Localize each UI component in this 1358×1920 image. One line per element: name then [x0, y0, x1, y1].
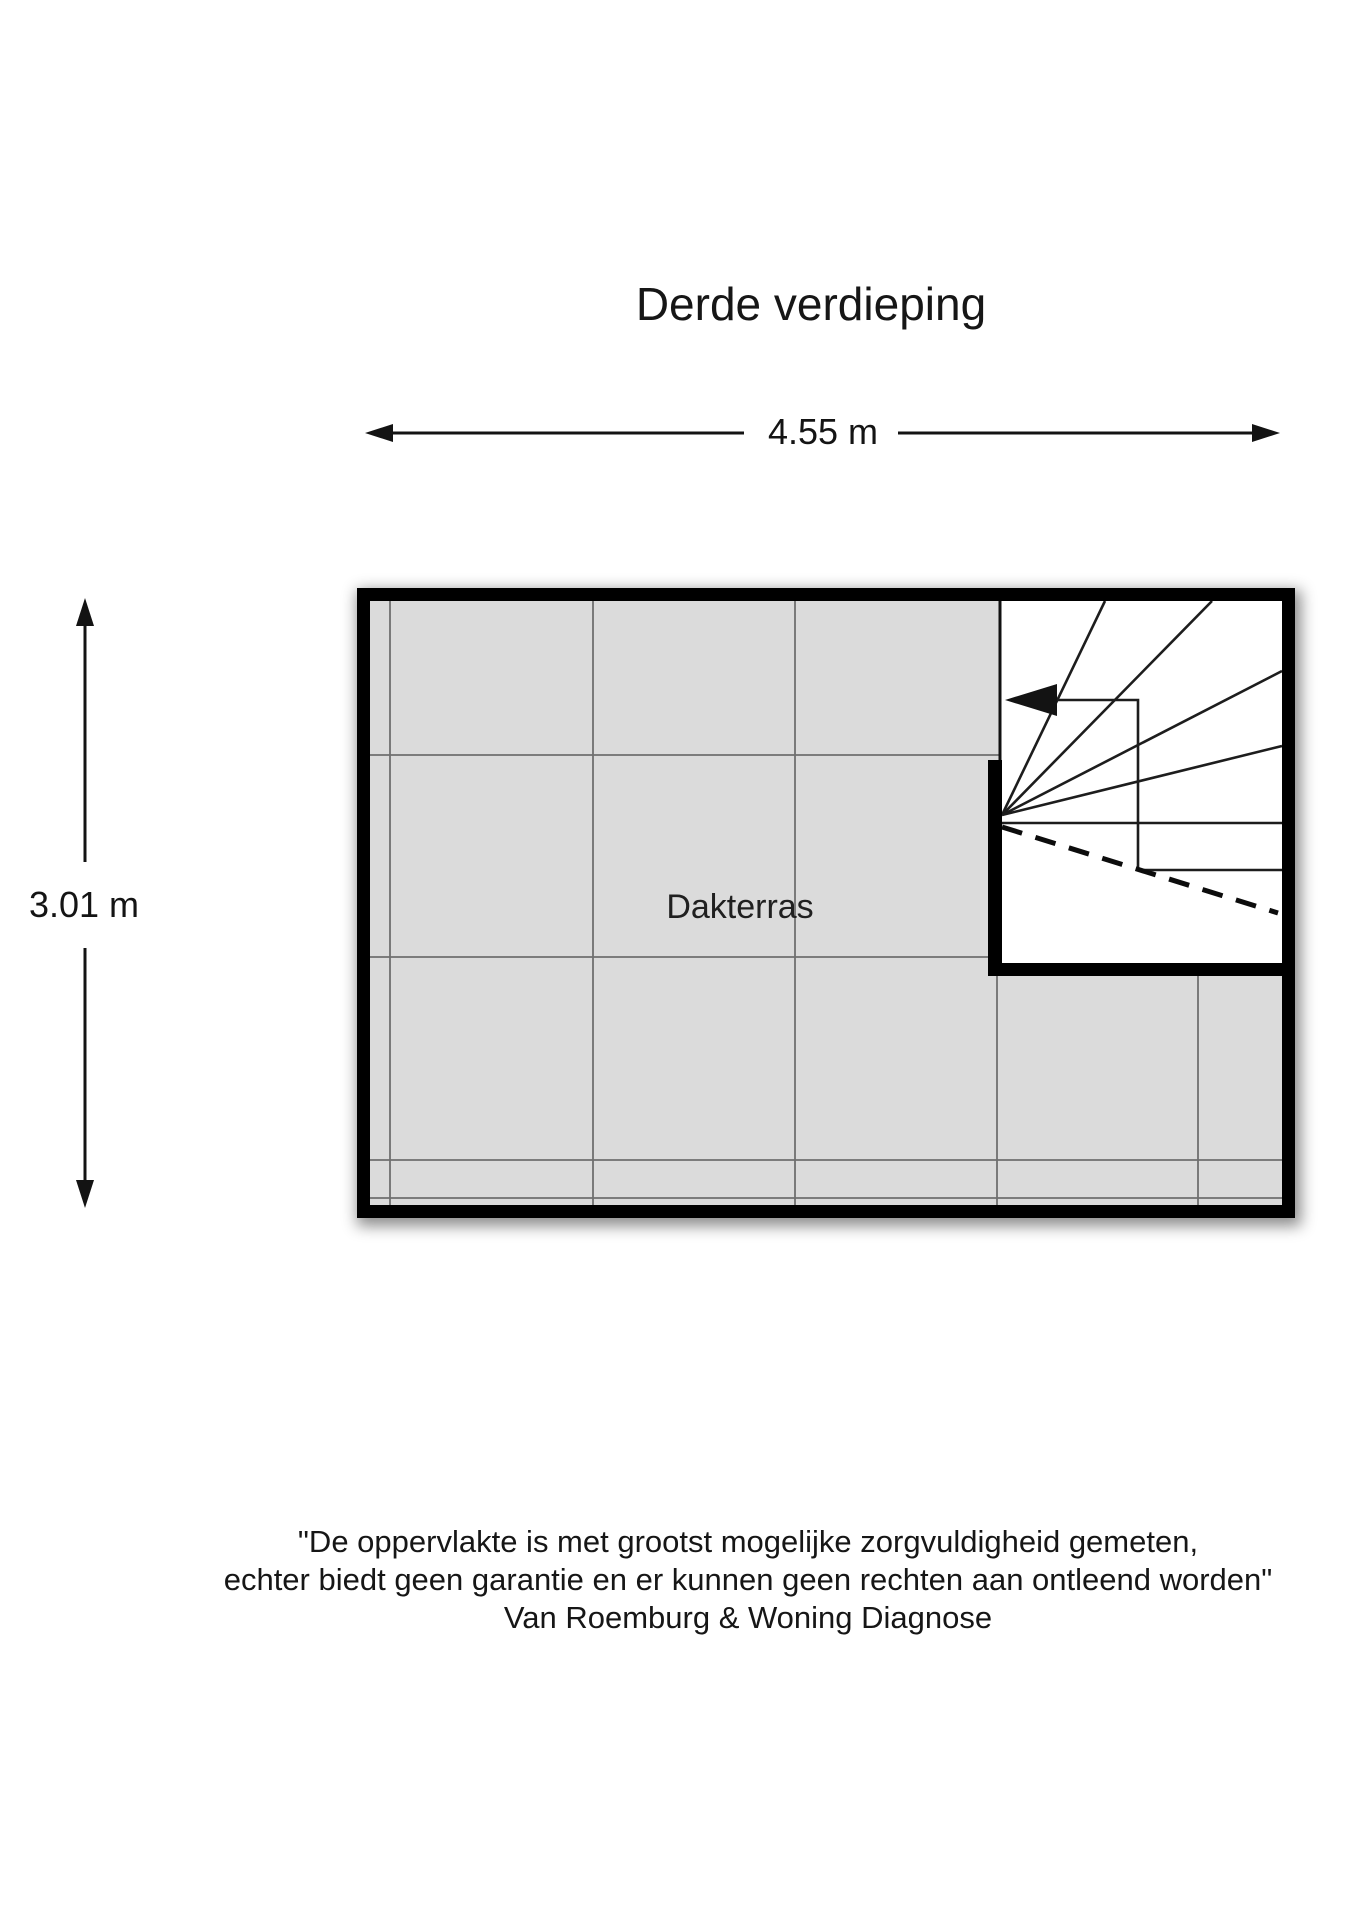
height-dimension — [76, 598, 94, 1208]
disclaimer: "De oppervlakte is met grootst mogelijke… — [224, 1523, 1273, 1637]
stair-treads — [1000, 600, 1283, 872]
page-title: Derde verdieping — [635, 278, 987, 330]
arrow-left-icon — [365, 424, 393, 442]
arrow-down-icon — [76, 1180, 94, 1208]
disclaimer-line-3: Van Roemburg & Woning Diagnose — [503, 1600, 993, 1635]
stair-direction-arrow-icon — [1005, 684, 1057, 716]
tile-grid — [370, 601, 1282, 1205]
arrow-up-icon — [76, 598, 94, 626]
walls — [357, 588, 1295, 1218]
stair-bottom-wall — [988, 963, 1282, 976]
arrow-right-icon — [1252, 424, 1280, 442]
stair-side-wall — [988, 760, 1002, 976]
disclaimer-line-2: echter biedt geen garantie en er kunnen … — [223, 1562, 1273, 1597]
stair-walking-line — [1057, 698, 1140, 870]
floor-plan — [76, 424, 1295, 1218]
disclaimer-line-1: "De oppervlakte is met grootst mogelijke… — [297, 1524, 1199, 1559]
room-label: Dakterras — [666, 888, 814, 926]
height-dimension-label: 3.01 m — [28, 884, 140, 925]
stair-cut-line — [1001, 824, 1279, 916]
width-dimension — [365, 424, 1280, 442]
staircase — [998, 600, 1283, 916]
width-dimension-label: 4.55 m — [767, 411, 879, 452]
